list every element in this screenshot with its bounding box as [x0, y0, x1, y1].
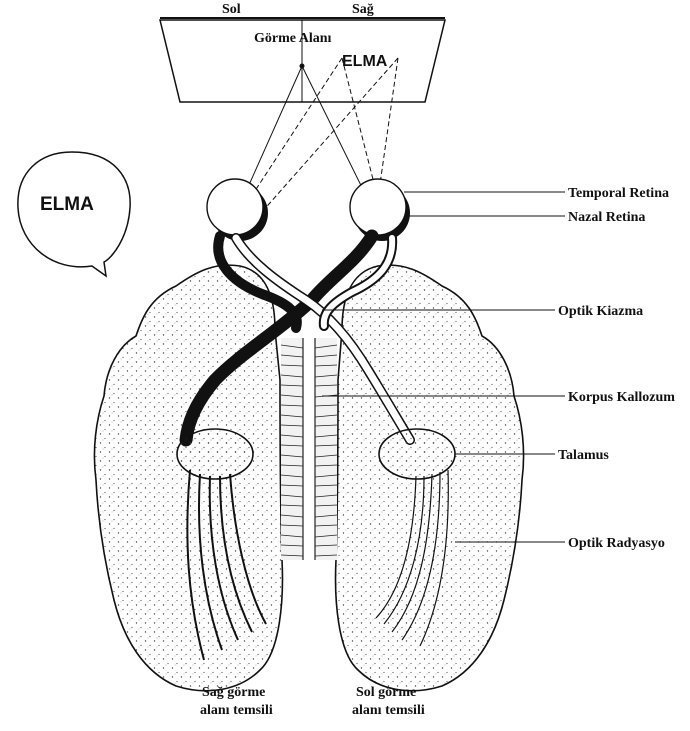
- right-field-label: Sağ: [352, 2, 374, 17]
- object-word: ELMA: [342, 53, 388, 70]
- label-thalamus: Talamus: [558, 448, 609, 463]
- right-thalamus: [379, 429, 455, 479]
- label-optic-chiasm: Optik Kiazma: [558, 304, 643, 319]
- left-eye: [207, 179, 268, 241]
- left-thalamus: [177, 429, 253, 479]
- label-optic-radiation: Optik Radyasyo: [568, 536, 665, 551]
- corpus-callosum: [281, 338, 337, 560]
- right-field-representation-line1: Sağ görme: [202, 685, 265, 700]
- left-field-representation-line2: alanı temsili: [352, 703, 425, 718]
- left-field-label: Sol: [222, 2, 241, 17]
- label-temporal-retina: Temporal Retina: [568, 186, 669, 201]
- right-field-representation-line2: alanı temsili: [200, 703, 273, 718]
- speech-bubble-text: ELMA: [40, 194, 94, 215]
- speech-bubble: ELMA: [18, 152, 130, 276]
- right-eye: [350, 179, 410, 241]
- left-field-representation-line1: Sol görme: [356, 685, 416, 700]
- label-corpus-callosum: Korpus Kallozum: [568, 390, 675, 405]
- label-nasal-retina: Nazal Retina: [568, 210, 645, 225]
- visual-field-title: Görme Alanı: [254, 31, 331, 46]
- visual-field-screen: Sol Sağ Görme Alanı ELMA: [160, 2, 445, 102]
